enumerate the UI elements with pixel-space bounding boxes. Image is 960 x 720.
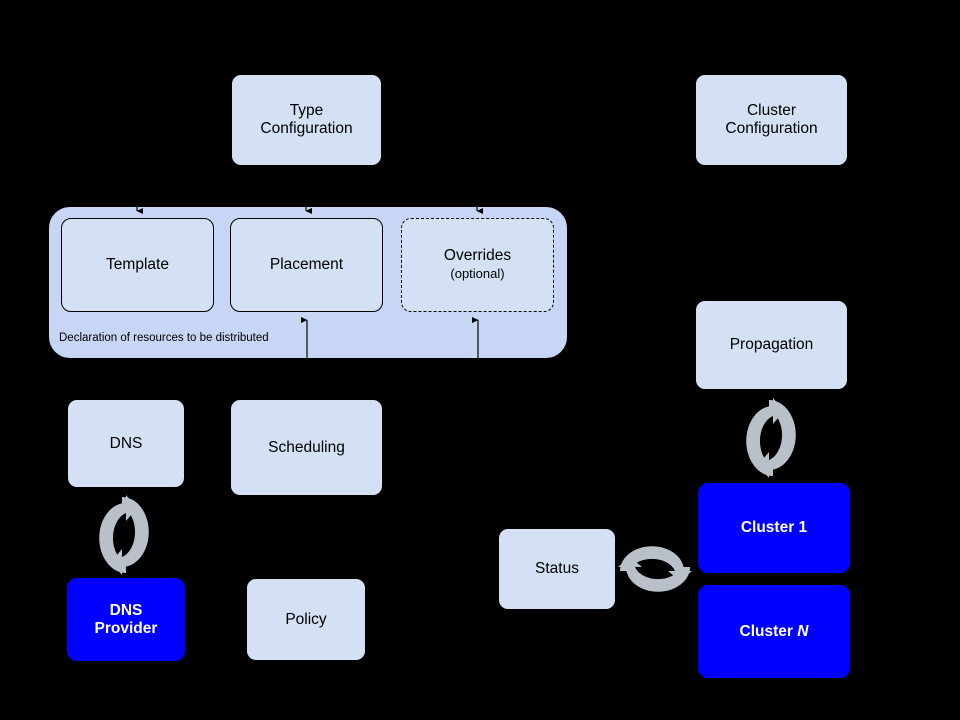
status-label: Status	[535, 560, 579, 578]
policy-box[interactable]: Policy	[246, 578, 366, 661]
scheduling-label: Scheduling	[268, 438, 345, 456]
template-box[interactable]: Template	[61, 218, 214, 312]
cluster-1-box[interactable]: Cluster 1	[698, 483, 850, 573]
dns-box[interactable]: DNS	[67, 399, 185, 488]
declaration-group-caption: Declaration of resources to be distribut…	[59, 332, 269, 344]
overrides-label: Overrides(optional)	[443, 247, 512, 281]
propagation-label: Propagation	[729, 336, 814, 354]
sync-arrows-icon-dns	[99, 495, 149, 575]
sync-arrows-icon-status	[618, 546, 692, 592]
template-label: Template	[106, 256, 169, 274]
status-box[interactable]: Status	[498, 528, 616, 610]
overrides-box[interactable]: Overrides(optional)	[401, 218, 554, 312]
scheduling-box[interactable]: Scheduling	[230, 399, 383, 496]
cluster-n-label: Cluster N	[739, 622, 809, 640]
placement-label: Placement	[269, 256, 344, 274]
policy-label: Policy	[285, 610, 327, 628]
cluster-1-label: Cluster 1	[740, 519, 808, 537]
dns-label: DNS	[109, 434, 143, 452]
sync-arrows-icon-propagation	[746, 398, 796, 478]
cluster-n-box[interactable]: Cluster N	[698, 585, 850, 678]
placement-box[interactable]: Placement	[230, 218, 383, 312]
propagation-box[interactable]: Propagation	[695, 300, 848, 390]
